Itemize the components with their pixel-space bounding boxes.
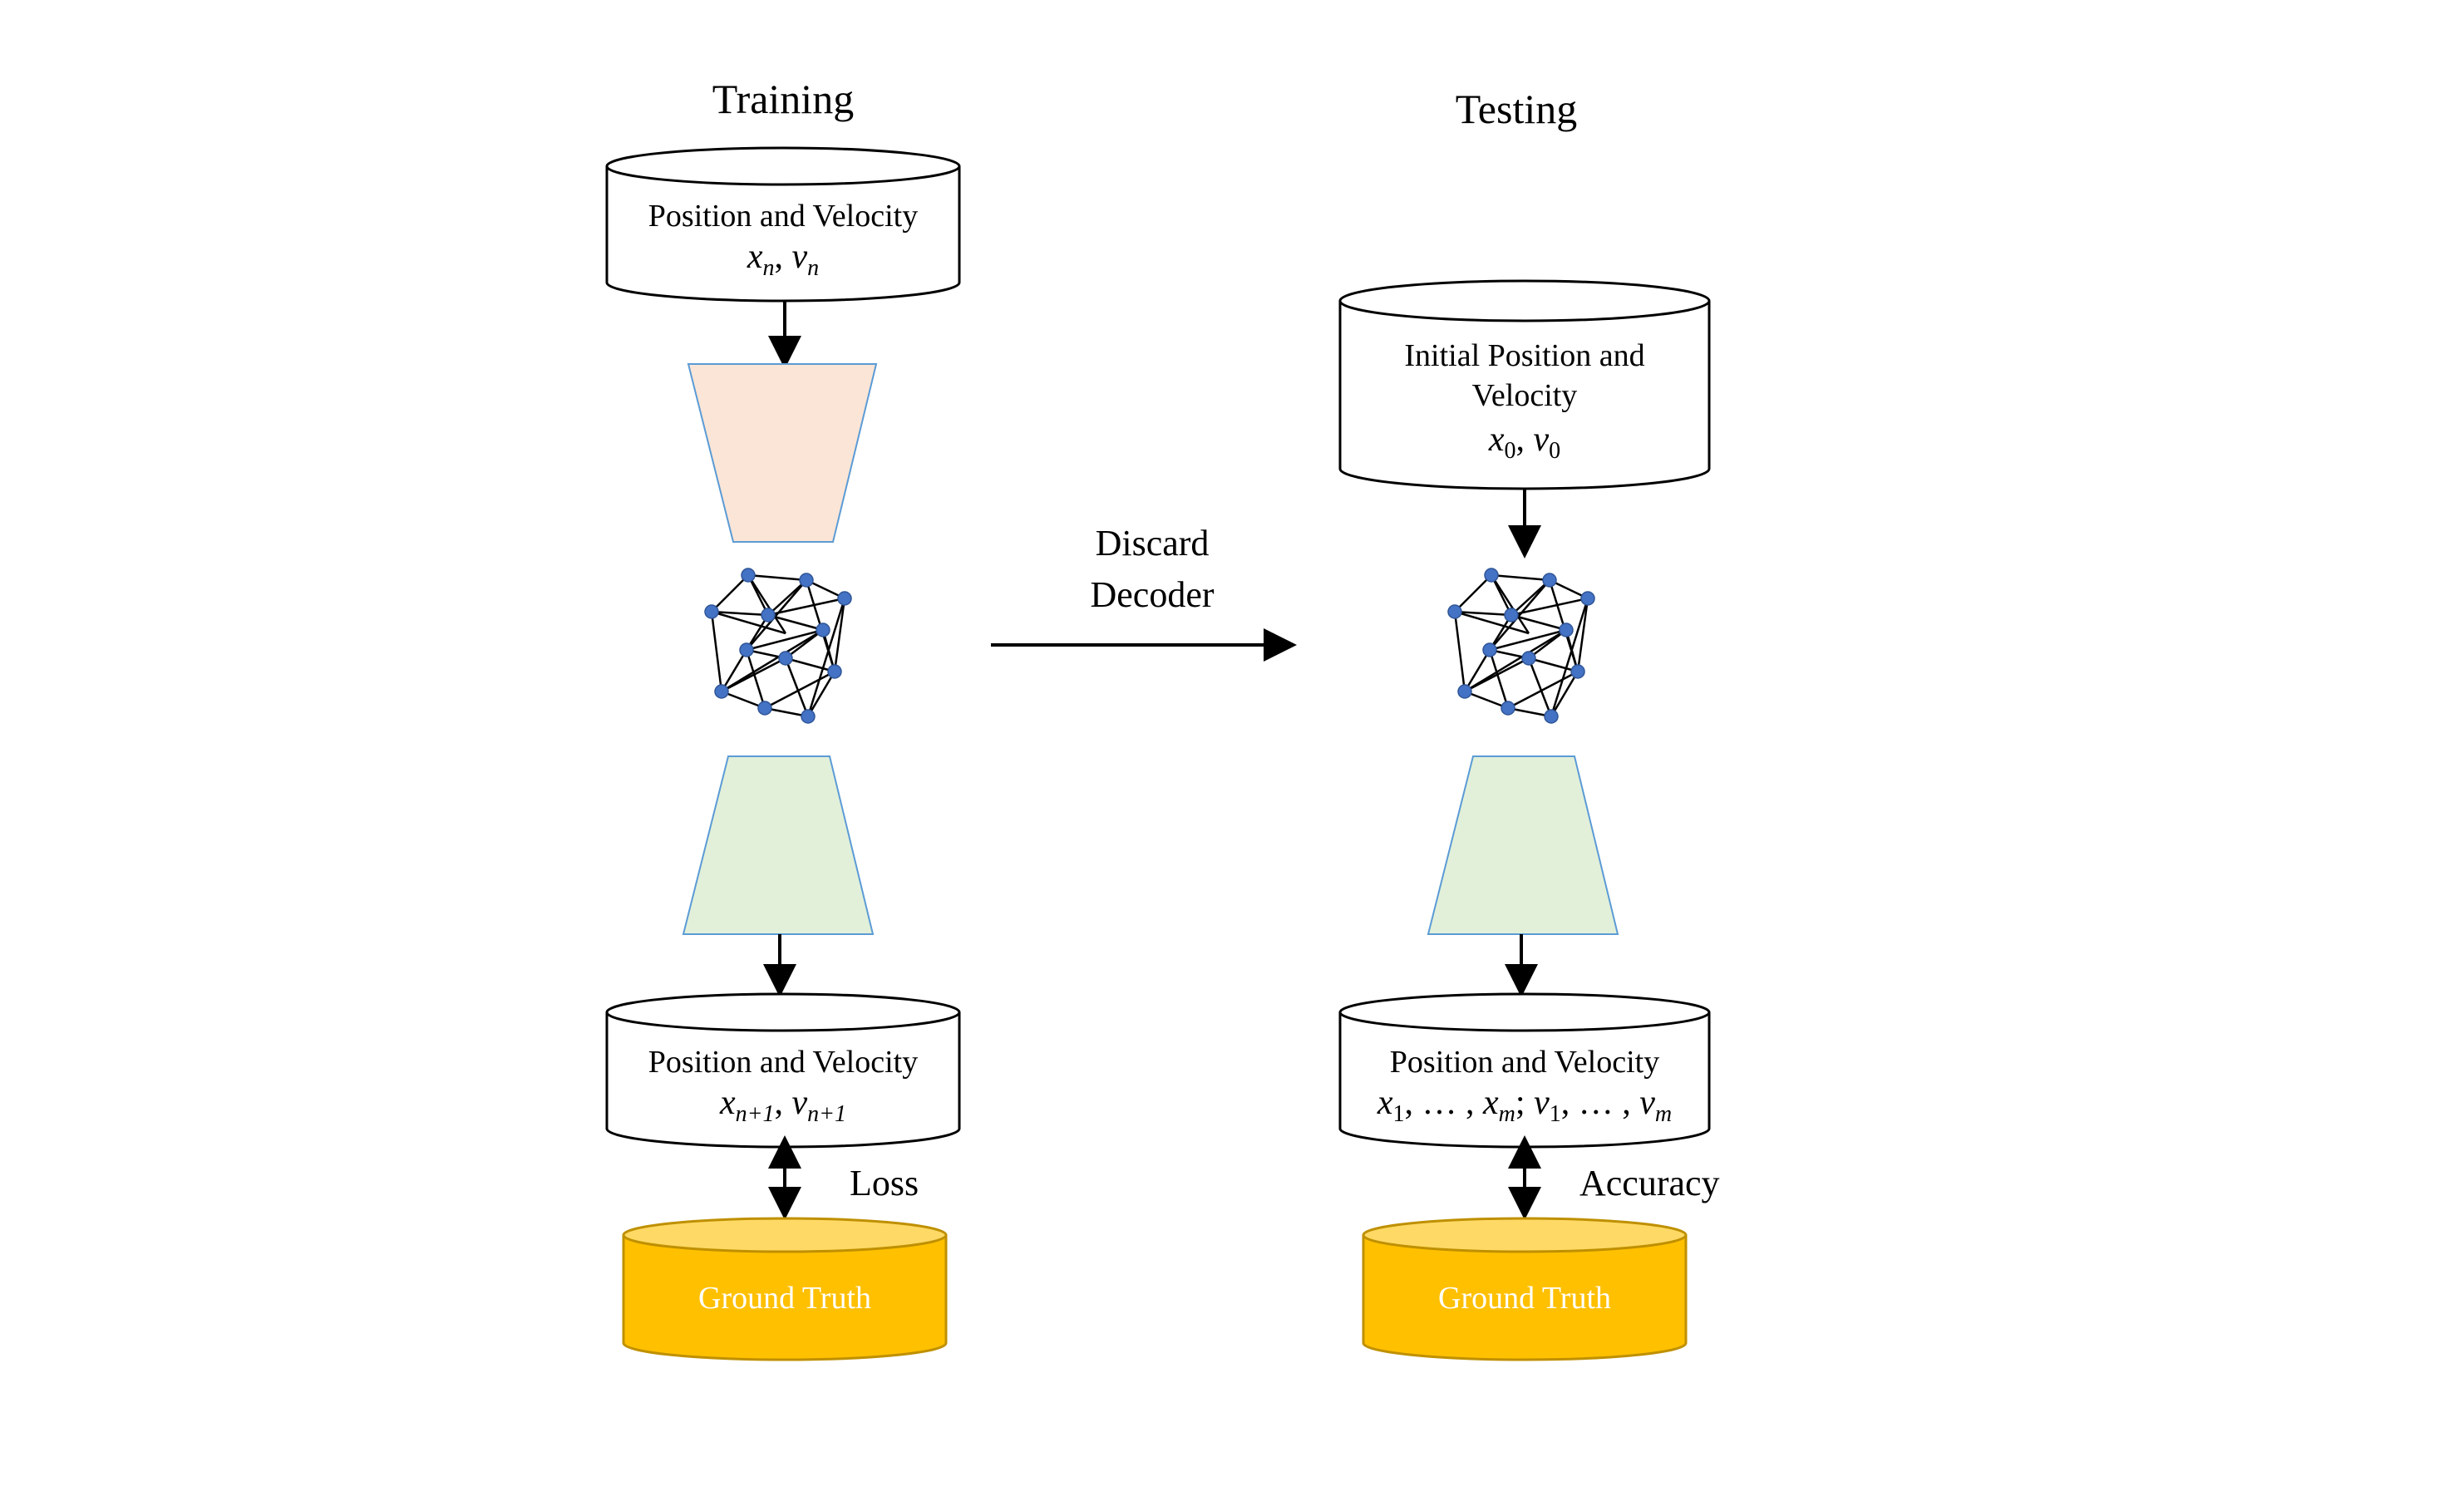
training-ground-truth-label: Ground Truth	[698, 1281, 871, 1316]
testing-ground-truth-database: Ground Truth	[1362, 1217, 1688, 1361]
training-title: Training	[712, 76, 854, 122]
testing-ground-truth-label: Ground Truth	[1438, 1281, 1611, 1316]
training-input-database: Position and Velocity xn, vn	[605, 146, 961, 303]
testing-decoder-trapezoid	[1427, 755, 1619, 935]
decoder-label: Decoder	[1090, 574, 1214, 615]
testing-input-database: Initial Position and Velocity x0, v0	[1338, 279, 1711, 490]
testing-input-label-line1: Initial Position and	[1404, 338, 1644, 373]
training-output-formula: xn+1, vn+1	[719, 1084, 846, 1127]
testing-output-formula: x1, … , xm; v1, … , vm	[1377, 1084, 1672, 1127]
training-input-label: Position and Velocity	[648, 199, 918, 234]
discard-decoder-transition: Discard Decoder	[991, 523, 1297, 662]
training-column: Training Position and Velocity xn, vn	[605, 76, 961, 1361]
discard-label: Discard	[1096, 523, 1210, 563]
testing-column: Testing Initial Position and Velocity x0…	[1338, 86, 1720, 1361]
encoder-trapezoid	[687, 363, 878, 543]
testing-title: Testing	[1456, 86, 1577, 132]
training-output-label: Position and Velocity	[648, 1045, 918, 1080]
testing-graph-network-icon	[1447, 568, 1595, 724]
accuracy-label: Accuracy	[1579, 1163, 1720, 1203]
training-ground-truth-database: Ground Truth	[622, 1217, 948, 1361]
testing-input-formula: x0, v0	[1488, 421, 1560, 464]
testing-output-database: Position and Velocity x1, … , xm; v1, … …	[1338, 992, 1711, 1149]
testing-input-label-line2: Velocity	[1472, 378, 1578, 413]
training-input-formula: xn, vn	[747, 238, 819, 281]
training-graph-network-icon	[704, 568, 852, 724]
loss-label: Loss	[850, 1163, 919, 1203]
testing-output-label: Position and Velocity	[1390, 1045, 1659, 1080]
training-output-database: Position and Velocity xn+1, vn+1	[605, 992, 961, 1149]
training-decoder-trapezoid	[682, 755, 875, 935]
